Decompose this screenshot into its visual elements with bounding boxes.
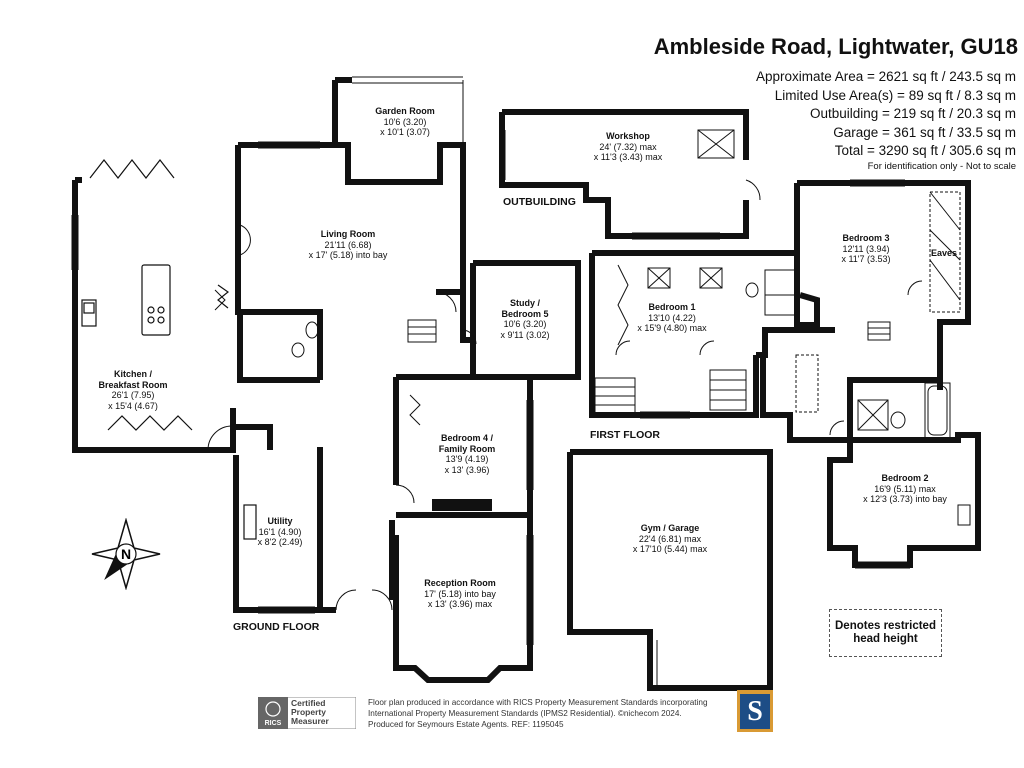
room-dims: 17' (5.18) into bay x 13' (3.96) max [424, 588, 496, 610]
room-reception: Reception Room 17' (5.18) into bay x 13'… [424, 578, 496, 610]
room-dims: 21'11 (6.68) x 17' (5.18) into bay [308, 239, 388, 261]
footer-line: International Property Measurement Stand… [368, 709, 682, 718]
room-dims: 16'1 (4.90) x 8'2 (2.49) [257, 526, 303, 548]
room-bedroom-4: Bedroom 4 / Family Room 13'9 (4.19) x 13… [439, 433, 496, 475]
bath [924, 382, 951, 439]
room-name: Living Room [320, 229, 376, 239]
shower-tray [857, 399, 889, 431]
outbuilding-label: OUTBUILDING [503, 196, 576, 208]
room-kitchen: Kitchen / Breakfast Room 26'1 (7.95) x 1… [98, 369, 167, 411]
room-name: Bedroom 4 / Family Room [438, 433, 496, 454]
area-line: Limited Use Area(s) = 89 sq ft / 8.3 sq … [774, 87, 1016, 103]
room-dims: 10'6 (3.20) x 9'11 (3.02) [500, 319, 550, 340]
room-dims: 24' (7.32) max x 11'3 (3.43) max [593, 141, 663, 163]
rics-badge: RICS [258, 697, 356, 729]
room-dims: 13'10 (4.22) x 15'9 (4.80) max [637, 312, 707, 334]
rics-badge-text: Certified Property Measurer [291, 698, 329, 727]
bedroom2-walls [827, 432, 981, 568]
agent-logo: S [737, 690, 773, 732]
room-utility: Utility 16'1 (4.90) x 8'2 (2.49) [258, 516, 303, 548]
restricted-height-key: Denotes restricted head height [829, 609, 942, 657]
study-walls [470, 260, 581, 380]
room-study: Study / Bedroom 5 10'6 (3.20) x 9'11 (3.… [500, 298, 549, 340]
room-gym-garage: Gym / Garage 22'4 (6.81) max x 17'10 (5.… [633, 523, 707, 555]
room-dims: 22'4 (6.81) max x 17'10 (5.44) max [632, 533, 708, 555]
room-workshop: Workshop 24' (7.32) max x 11'3 (3.43) ma… [594, 131, 663, 163]
room-name: Bedroom 1 [648, 302, 696, 312]
room-name: Bedroom 2 [881, 473, 929, 483]
reception-walls [393, 512, 533, 683]
skylight [697, 129, 735, 159]
scale-note: For identification only - Not to scale [867, 161, 1016, 172]
area-summary: Approximate Area = 2621 sq ft / 243.5 sq… [756, 68, 1016, 161]
room-name: Workshop [606, 131, 650, 141]
footer-line: Floor plan produced in accordance with R… [368, 698, 708, 707]
room-living-room: Living Room 21'11 (6.68) x 17' (5.18) in… [309, 229, 388, 261]
room-name: Gym / Garage [640, 523, 700, 533]
agent-logo-letter: S [740, 694, 770, 729]
room-name: Kitchen / Breakfast Room [98, 369, 168, 390]
area-line: Garage = 361 sq ft / 33.5 sq m [833, 124, 1016, 140]
property-title: Ambleside Road, Lightwater, GU18 [653, 34, 1018, 59]
area-line: Approximate Area = 2621 sq ft / 243.5 sq… [755, 69, 1016, 84]
room-name: Eaves [930, 248, 958, 258]
room-dims: 16'9 (5.11) max x 12'3 (3.73) into bay [863, 483, 947, 505]
rics-logo-text: RICS [265, 720, 282, 727]
first-floor-label: FIRST FLOOR [590, 429, 660, 441]
footer-line: Produced for Seymours Estate Agents. REF… [368, 720, 564, 729]
room-dims: 10'6 (3.20) x 10'1 (3.07) [380, 116, 430, 138]
room-name: Utility [267, 516, 293, 526]
ground-floor-label: GROUND FLOOR [233, 621, 320, 633]
utility-walls [233, 455, 336, 613]
room-name: Reception Room [424, 578, 496, 588]
room-dims: 26'1 (7.95) x 15'4 (4.67) [108, 390, 158, 411]
area-line: Total = 3290 sq ft / 305.6 sq m [834, 143, 1016, 158]
room-eaves: Eaves [931, 248, 957, 259]
room-bedroom-2: Bedroom 2 16'9 (5.11) max x 12'3 (3.73) … [863, 473, 947, 505]
north-compass-icon: N [91, 518, 161, 590]
first-floor-walls [592, 250, 820, 328]
compass-letter: N [121, 546, 131, 562]
kitchen-island [141, 264, 171, 336]
room-name: Study / Bedroom 5 [501, 298, 549, 319]
room-dims: 12'11 (3.94) x 11'7 (3.53) [841, 243, 891, 265]
room-dims: 13'9 (4.19) x 13' (3.96) [444, 454, 490, 475]
footer-disclaimer: Floor plan produced in accordance with R… [368, 697, 728, 730]
gym-garage-walls [567, 449, 773, 691]
room-bedroom-3: Bedroom 3 12'11 (3.94) x 11'7 (3.53) [841, 233, 890, 265]
room-bedroom-1: Bedroom 1 13'10 (4.22) x 15'9 (4.80) max [637, 302, 706, 334]
living-room-walls [235, 145, 320, 383]
workshop-walls [502, 109, 749, 160]
area-line: Outbuilding = 219 sq ft / 20.3 sq m [809, 106, 1016, 121]
room-name: Bedroom 3 [842, 233, 890, 243]
room-name: Garden Room [375, 106, 435, 116]
room-garden-room: Garden Room 10'6 (3.20) x 10'1 (3.07) [375, 106, 435, 138]
kitchen-walls [72, 180, 236, 453]
